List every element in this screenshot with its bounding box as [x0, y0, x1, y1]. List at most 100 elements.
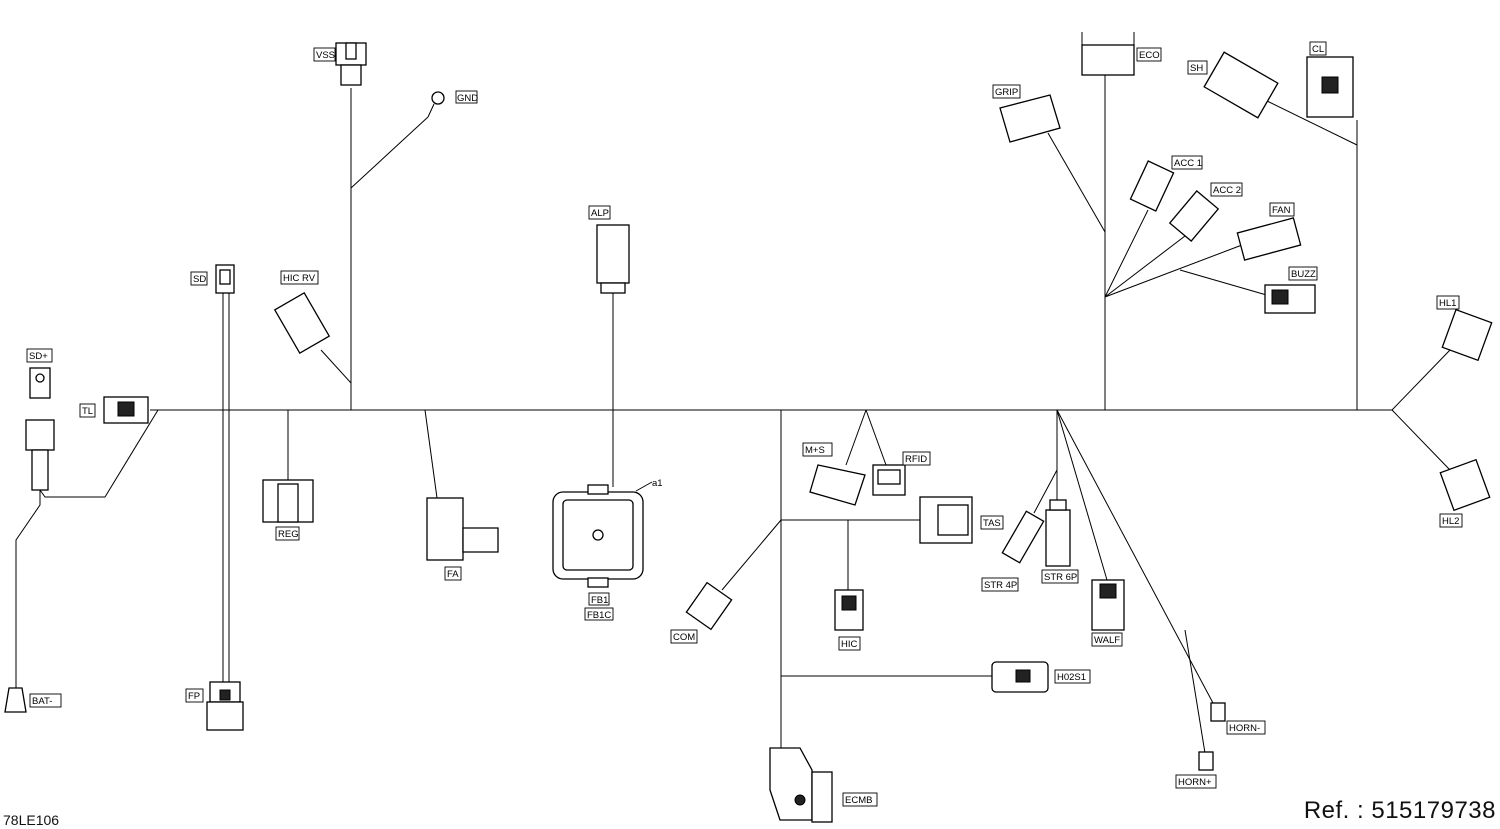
svg-text:HIC: HIC	[841, 639, 858, 650]
connector-fa	[426, 497, 499, 561]
connector-buzz	[1264, 284, 1316, 314]
connector-com	[685, 581, 733, 631]
label-rfid: RFID	[902, 451, 931, 466]
label-sd-plus: SD+	[26, 348, 53, 363]
svg-text:REG: REG	[278, 529, 299, 540]
label-tas: TAS	[980, 515, 1004, 530]
svg-text:WALF: WALF	[1094, 635, 1120, 646]
svg-text:SD+: SD+	[29, 351, 48, 362]
label-horn-minus: HORN-	[1226, 720, 1266, 735]
svg-text:FB1: FB1	[591, 595, 608, 606]
connector-sd	[215, 264, 235, 294]
svg-text:SD: SD	[193, 274, 206, 285]
svg-text:M+S: M+S	[805, 445, 825, 456]
reference-number: Ref. : 515179738	[1304, 797, 1496, 825]
connector-ecmb	[769, 747, 833, 823]
label-sd: SD	[190, 271, 208, 286]
svg-text:ACC 1: ACC 1	[1174, 158, 1202, 169]
svg-text:a1: a1	[652, 478, 663, 489]
connector-horn-minus	[1210, 702, 1226, 722]
svg-text:VSS: VSS	[316, 50, 335, 61]
label-sh: SH	[1187, 60, 1208, 75]
label-buzz: BUZZ	[1288, 266, 1318, 281]
svg-text:TAS: TAS	[983, 518, 1001, 529]
svg-text:HIC RV: HIC RV	[283, 273, 316, 284]
connector-gnd	[427, 91, 445, 118]
connector-hl1	[1441, 308, 1493, 362]
connector-horn-plus	[1198, 751, 1214, 771]
connector-fp	[206, 681, 244, 731]
label-a1: a1	[652, 478, 663, 489]
connector-cl	[1306, 56, 1354, 118]
connector-hic-rv	[273, 291, 331, 355]
label-hic: HIC	[838, 636, 861, 651]
svg-text:FB1C: FB1C	[587, 610, 611, 621]
connector-eco	[1081, 32, 1135, 76]
connector-sh	[1203, 51, 1279, 119]
connector-alp	[596, 224, 630, 294]
connector-str-6p	[1045, 499, 1071, 567]
svg-text:TL: TL	[82, 406, 93, 417]
svg-text:ECO: ECO	[1139, 50, 1160, 61]
label-m-s: M+S	[802, 442, 833, 457]
svg-text:HL1: HL1	[1439, 298, 1456, 309]
svg-text:HORN-: HORN-	[1229, 723, 1260, 734]
label-h02s1: H02S1	[1054, 669, 1091, 684]
connector-tas	[919, 496, 973, 544]
label-alp: ALP	[588, 205, 611, 220]
label-walf: WALF	[1091, 632, 1123, 647]
svg-text:RFID: RFID	[905, 454, 927, 465]
figure-id: 78LE106	[3, 812, 60, 828]
label-bat-minus: BAT-	[29, 693, 62, 708]
svg-text:STR 4P: STR 4P	[984, 580, 1017, 591]
svg-text:HORN+: HORN+	[1178, 777, 1212, 788]
label-hl1: HL1	[1436, 295, 1460, 310]
label-cl: CL	[1309, 41, 1327, 56]
label-eco: ECO	[1136, 47, 1162, 62]
connector-labels: VSS GND SD HIC RV ALP SD+ TL REG FA a1 F…	[26, 41, 1463, 807]
label-com: COM	[670, 629, 698, 644]
label-str-4p: STR 4P	[981, 577, 1019, 592]
label-fb1: FB1	[588, 592, 610, 606]
svg-text:FP: FP	[188, 691, 200, 702]
svg-text:GND: GND	[457, 93, 478, 104]
connector-bat-minus	[4, 687, 27, 713]
svg-text:FA: FA	[447, 569, 459, 580]
label-fb1c: FB1C	[584, 607, 614, 621]
connector-rfid	[872, 464, 906, 496]
connector-walf	[1091, 579, 1125, 631]
connector-h02s1	[991, 661, 1049, 693]
label-hic-rv: HIC RV	[280, 270, 319, 285]
svg-text:ACC 2: ACC 2	[1213, 185, 1241, 196]
label-vss: VSS	[313, 47, 336, 62]
connector-fan	[1236, 217, 1302, 261]
svg-text:HL2: HL2	[1442, 516, 1459, 527]
svg-text:COM: COM	[673, 632, 695, 643]
connector-hl2	[1439, 458, 1491, 512]
svg-text:ALP: ALP	[591, 208, 609, 219]
connector-tl	[103, 396, 149, 424]
svg-text:GRIP: GRIP	[995, 87, 1018, 98]
svg-text:ECMB: ECMB	[845, 795, 872, 806]
label-str-6p: STR 6P	[1041, 569, 1079, 584]
connector-fb1	[552, 481, 653, 588]
connector-m-s	[809, 464, 866, 506]
label-tl: TL	[79, 403, 96, 418]
svg-text:H02S1: H02S1	[1057, 672, 1086, 683]
connector-acc1	[1129, 160, 1175, 212]
svg-text:FAN: FAN	[1272, 205, 1291, 216]
svg-text:BUZZ: BUZZ	[1291, 269, 1316, 280]
ref-label: Ref. :	[1303, 797, 1365, 824]
label-reg: REG	[275, 526, 300, 541]
svg-text:BAT-: BAT-	[32, 696, 52, 707]
connector-str-4p	[1001, 510, 1045, 564]
connector-grip	[999, 94, 1061, 143]
svg-text:STR 6P: STR 6P	[1044, 572, 1077, 583]
label-fan: FAN	[1269, 202, 1295, 217]
connector-sd-plus	[25, 367, 55, 491]
label-gnd: GND	[455, 90, 478, 104]
harness-wires	[15, 75, 1451, 757]
label-horn-plus: HORN+	[1175, 774, 1217, 789]
connector-vss	[335, 42, 367, 86]
